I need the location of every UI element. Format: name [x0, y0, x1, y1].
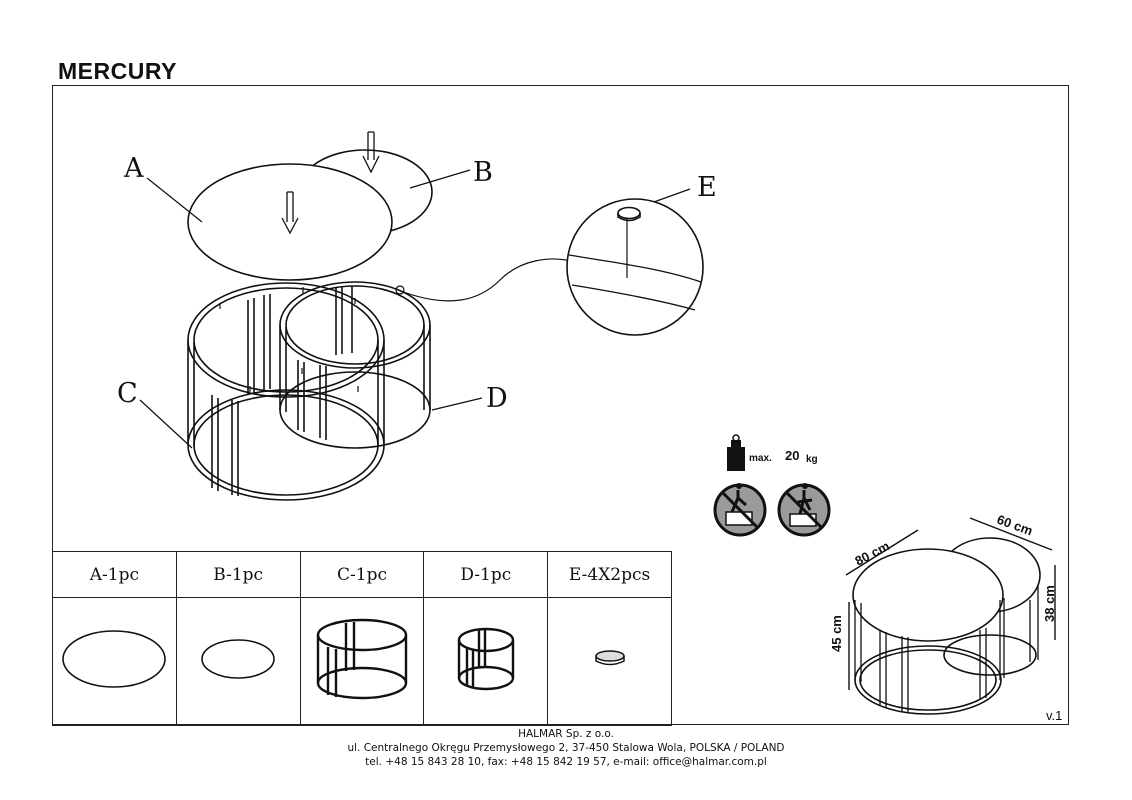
- detail-marker: [395, 285, 405, 295]
- label-b: B: [473, 157, 493, 188]
- arrow-down-icon: [281, 191, 299, 235]
- part-image-a: [52, 597, 177, 726]
- label-c: C: [117, 378, 138, 409]
- part-label-b: B-1pc: [175, 551, 301, 598]
- footer-address: ul. Centralnego Okręgu Przemysłowego 2, …: [347, 742, 785, 754]
- top-a: [187, 163, 393, 281]
- weight-unit: kg: [806, 454, 818, 465]
- label-e: E: [697, 172, 717, 203]
- part-label-d: D-1pc: [423, 551, 549, 598]
- version-label: v.1: [1046, 708, 1063, 723]
- part-image-c: [299, 597, 425, 726]
- footer-company: HALMAR Sp. z o.o.: [518, 728, 614, 740]
- weight-icon: [727, 434, 745, 471]
- page-title: MERCURY: [58, 58, 177, 84]
- pins: [219, 287, 359, 392]
- leader-lines: [139, 169, 691, 449]
- part-label-e: E-4X2pcs: [547, 551, 672, 598]
- label-a: A: [123, 153, 144, 184]
- product-dimensions-drawing: [845, 517, 1056, 715]
- label-d: D: [486, 383, 508, 414]
- no-climbing-icon: [777, 483, 831, 537]
- part-label-a: A-1pc: [52, 551, 177, 598]
- weight-value: 20: [785, 448, 799, 463]
- frame-d: [279, 281, 431, 449]
- parts-table: A-1pc B-1pc C-1pc D-1pc E-4X2pcs: [52, 551, 672, 726]
- no-standing-icon: [713, 483, 767, 537]
- dim-height-large: 45 cm: [829, 615, 844, 652]
- part-image-d: [423, 597, 549, 726]
- part-image-e: [547, 597, 672, 726]
- dim-height-small: 38 cm: [1042, 585, 1057, 622]
- footer-contact: tel. +48 15 843 28 10, fax: +48 15 842 1…: [365, 756, 767, 768]
- detail-e: [566, 198, 704, 336]
- part-label-c: C-1pc: [299, 551, 425, 598]
- arrow-down-icon: [362, 131, 380, 174]
- dim-width-small: 60 cm: [995, 512, 1035, 539]
- part-image-b: [175, 597, 301, 726]
- weight-prefix: max.: [749, 453, 772, 464]
